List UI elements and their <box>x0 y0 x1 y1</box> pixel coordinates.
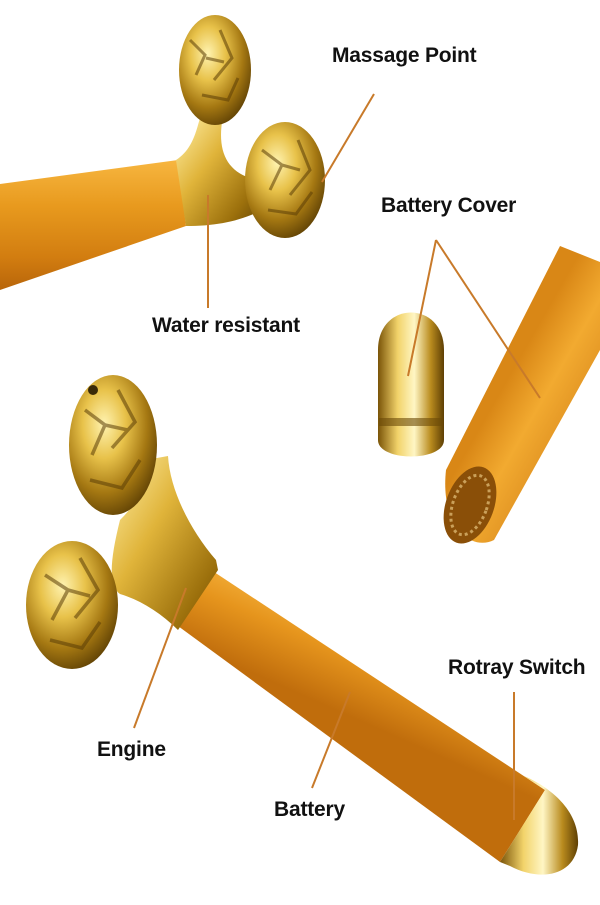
label-water-resistant: Water resistant <box>152 314 300 337</box>
bottom-roller-ball-lower <box>26 541 118 669</box>
label-massage-point: Massage Point <box>332 44 477 67</box>
bottom-handle-tube <box>178 566 545 862</box>
top-roller-ball-upper-facets <box>188 29 240 102</box>
top-roller-ball-lower-facets <box>261 139 314 216</box>
label-rotary-switch: Rotray Switch <box>448 656 586 679</box>
label-battery-cover: Battery Cover <box>381 194 517 217</box>
leader-battery-cover-cap <box>407 239 437 377</box>
bottom-roller-indicator <box>88 385 98 395</box>
leader-massage-point <box>321 93 375 183</box>
leader-lines <box>133 93 541 820</box>
battery-cover-cap-rim <box>379 418 443 426</box>
bottom-roller-ball-upper-facets <box>83 389 142 491</box>
bottom-roller-ball-lower-facets <box>44 557 102 650</box>
top-roller-ball-upper <box>179 15 251 125</box>
leader-battery-cover-tube <box>435 239 541 399</box>
open-tube-thread <box>449 473 491 537</box>
battery-cover-cap <box>378 312 444 457</box>
bottom-roller <box>26 375 579 875</box>
top-roller <box>0 15 325 290</box>
top-roller-ball-lower <box>245 122 325 238</box>
label-battery: Battery <box>274 798 345 821</box>
open-tube-mouth <box>443 466 497 544</box>
top-roller-neck <box>176 118 258 226</box>
leader-battery <box>311 691 351 789</box>
battery-cover-group <box>378 246 600 544</box>
top-handle-tube <box>0 160 186 290</box>
leader-engine <box>133 587 187 729</box>
label-engine: Engine <box>97 738 166 761</box>
bottom-handle-end-cap <box>500 776 579 875</box>
